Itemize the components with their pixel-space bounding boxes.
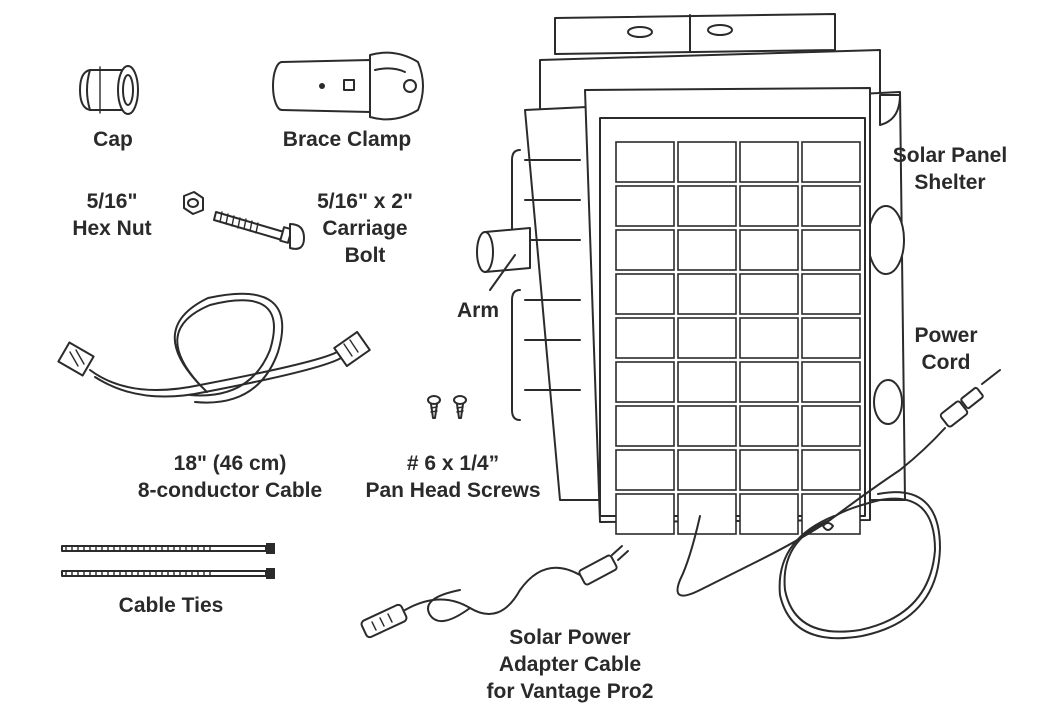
solar-cell xyxy=(615,493,675,535)
solar-cell xyxy=(677,141,737,183)
carriage-bolt-icon xyxy=(213,211,305,250)
cable-tie-icon xyxy=(61,543,275,579)
cable-8-conductor-label: 18" (46 cm) 8-conductor Cable xyxy=(137,452,323,502)
solar-cell xyxy=(739,317,799,359)
solar-cell xyxy=(801,361,861,403)
solar-cell xyxy=(801,317,861,359)
cable-icon xyxy=(57,292,371,404)
solar-cell xyxy=(677,229,737,271)
power-cord-icon xyxy=(676,369,1001,640)
cap-label: Cap xyxy=(93,128,133,151)
arm-leader-line xyxy=(489,254,516,291)
solar-cell xyxy=(739,449,799,491)
solar-cell xyxy=(677,185,737,227)
cable-ties-label: Cable Ties xyxy=(118,594,224,617)
solar-cell xyxy=(615,185,675,227)
solar-cell xyxy=(739,493,799,535)
brace-clamp-icon xyxy=(272,51,424,121)
solar-cell xyxy=(801,273,861,315)
power-cord-label: Power Cord xyxy=(914,324,978,374)
solar-cell xyxy=(801,405,861,447)
solar-cell xyxy=(615,141,675,183)
carriage-bolt-label: 5/16" x 2" Carriage Bolt xyxy=(317,190,413,267)
solar-panel-shelter-label: Solar Panel Shelter xyxy=(892,144,1008,194)
solar-panel-cells xyxy=(615,141,861,535)
solar-cell xyxy=(801,229,861,271)
cap-icon xyxy=(79,65,139,115)
solar-cell xyxy=(801,449,861,491)
arm-label: Arm xyxy=(456,299,499,322)
solar-cell xyxy=(739,405,799,447)
solar-cell xyxy=(739,229,799,271)
solar-power-adapter-cable-label: Solar Power Adapter Cable for Vantage Pr… xyxy=(486,626,654,703)
solar-cell xyxy=(739,361,799,403)
solar-cell xyxy=(739,185,799,227)
hex-nut-label: 5/16" Hex Nut xyxy=(72,190,152,240)
pan-head-screws-label: # 6 x 1/4” Pan Head Screws xyxy=(365,452,541,502)
screw-icon xyxy=(427,395,467,419)
solar-cell xyxy=(677,361,737,403)
solar-cell xyxy=(615,405,675,447)
solar-cell xyxy=(801,141,861,183)
solar-cell xyxy=(615,449,675,491)
solar-cell xyxy=(677,317,737,359)
hex-nut-icon xyxy=(183,191,204,215)
solar-cell xyxy=(677,449,737,491)
solar-cell xyxy=(801,185,861,227)
solar-cell xyxy=(615,317,675,359)
solar-cell xyxy=(739,141,799,183)
solar-cell xyxy=(677,273,737,315)
solar-cell xyxy=(739,273,799,315)
solar-cell xyxy=(615,229,675,271)
solar-cell xyxy=(677,493,737,535)
solar-cell xyxy=(677,405,737,447)
solar-cell xyxy=(615,361,675,403)
adapter-cable-icon xyxy=(360,545,629,639)
solar-cell xyxy=(615,273,675,315)
brace-clamp-label: Brace Clamp xyxy=(282,128,412,151)
